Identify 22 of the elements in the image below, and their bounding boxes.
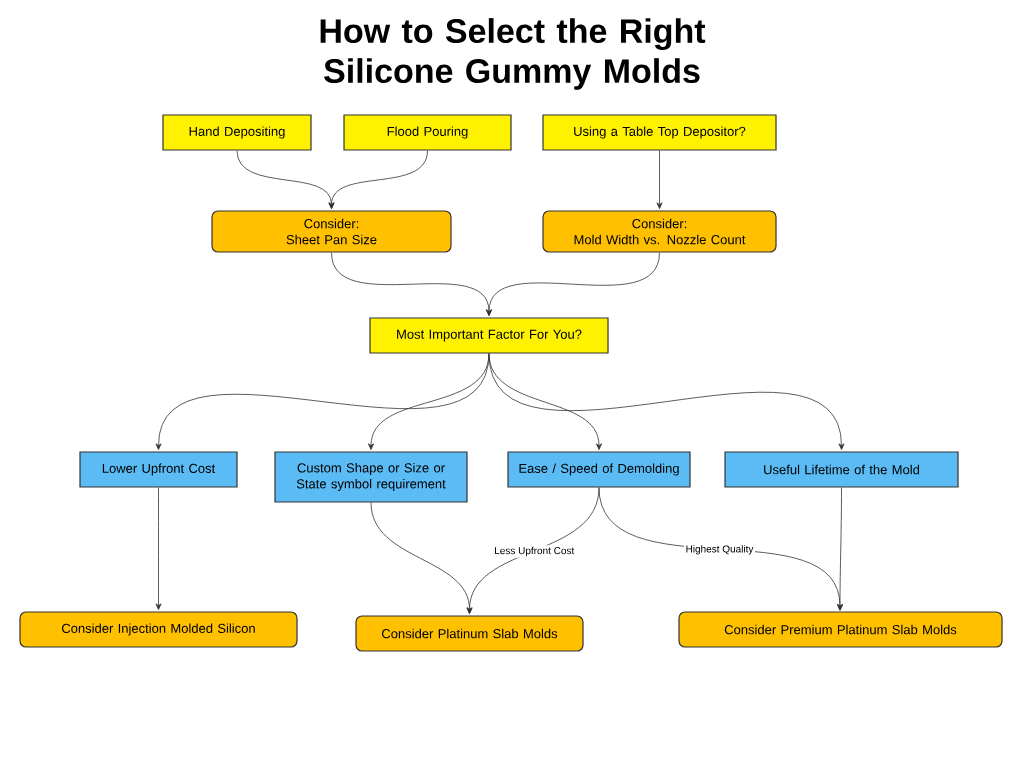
consider-box: Consider: Mold Width vs. Nozzle Count xyxy=(542,210,777,253)
arrow xyxy=(486,252,660,316)
arrow xyxy=(155,487,162,610)
arrow xyxy=(656,150,663,209)
factor-box: Lower Upfront Cost xyxy=(79,451,238,488)
factor-box: Custom Shape or Size or State symbol requirement xyxy=(274,451,468,503)
result-box: Consider Platinum Slab Molds xyxy=(355,615,584,652)
arrow xyxy=(328,150,428,209)
result-box: Consider Injection Molded Silicon xyxy=(19,611,298,648)
edge-label: Highest Quality xyxy=(684,543,755,556)
title: How to Select the Right Silicone Gummy Molds xyxy=(320,18,706,90)
consider-box: Consider: Sheet Pan Size xyxy=(211,210,452,253)
question-box: Most Important Factor For You? xyxy=(369,317,609,354)
arrow xyxy=(837,487,843,611)
result-box: Consider Premium Platinum Slab Molds xyxy=(678,611,1003,648)
edge-label: Less Upfront Cost xyxy=(492,545,576,558)
option-box: Hand Depositing xyxy=(162,114,312,151)
factor-box: Ease / Speed of Demolding xyxy=(507,451,691,488)
arrow xyxy=(488,353,845,450)
question-box: Using a Table Top Depositor? xyxy=(542,114,777,151)
factor-box: Useful Lifetime of the Mold xyxy=(724,451,959,488)
option-box: Flood Pouring xyxy=(343,114,512,151)
